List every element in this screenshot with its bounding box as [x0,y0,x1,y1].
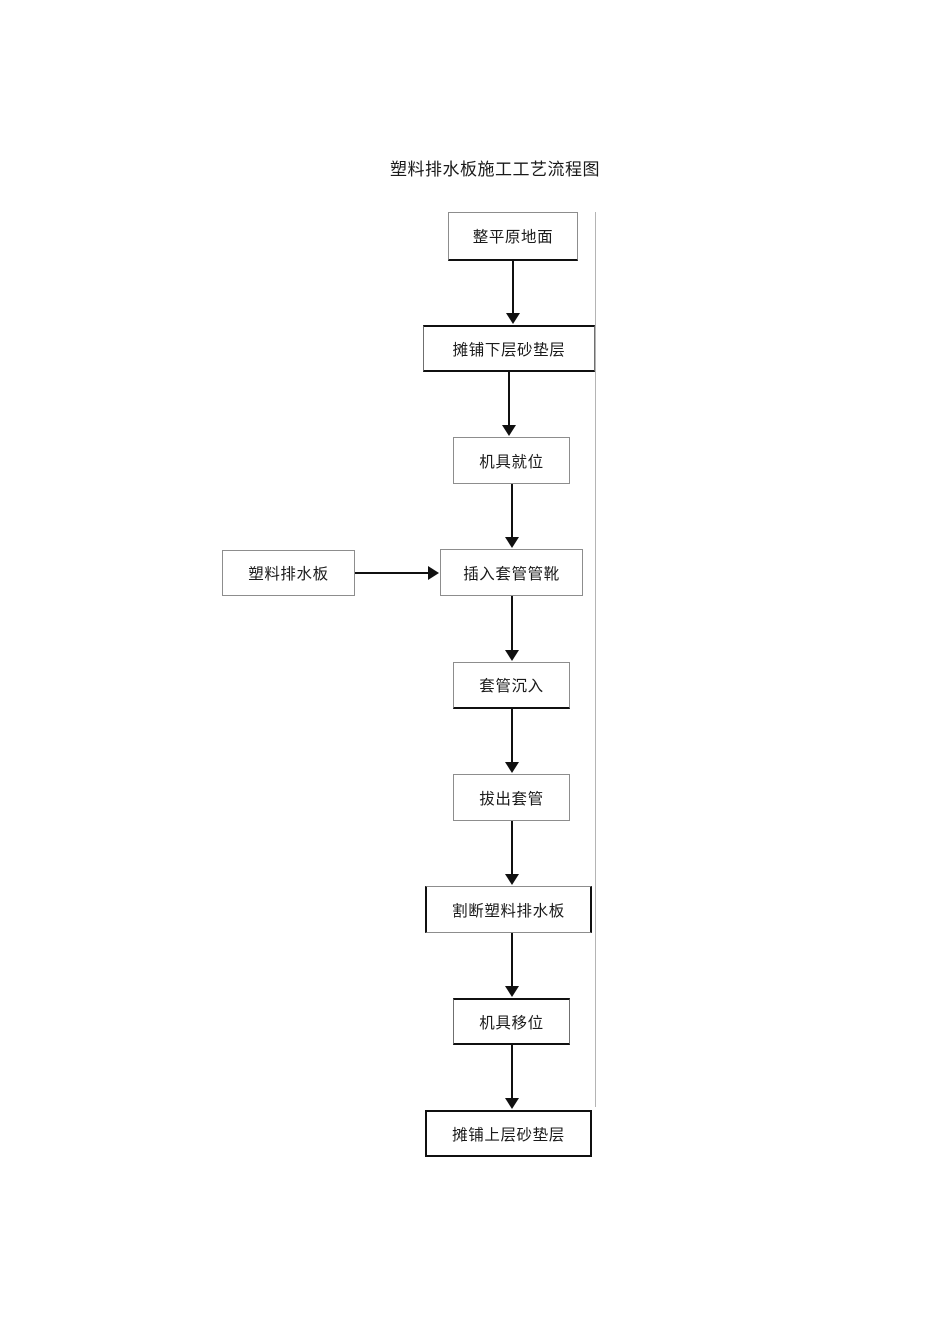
node-level-original-ground[interactable]: 整平原地面 [448,212,578,261]
node-pull-out-casing[interactable]: 拔出套管 [453,774,570,821]
node-plastic-drain-board[interactable]: 塑料排水板 [222,550,355,596]
edge-line-s1-n4 [355,572,429,574]
page-title: 塑料排水板施工工艺流程图 [390,160,600,180]
right-guide-line [595,212,596,1107]
node-casing-sinking[interactable]: 套管沉入 [453,662,570,709]
node-label: 整平原地面 [472,228,554,246]
node-label: 插入套管管靴 [463,564,560,583]
edge-arrow-n1-n2 [506,313,520,324]
node-spread-upper-sand-cushion[interactable]: 摊铺上层砂垫层 [425,1110,592,1157]
node-insert-casing-shoe[interactable]: 插入套管管靴 [440,549,583,596]
edge-arrow-n6-n7 [505,874,519,885]
node-label: 塑料排水板 [248,565,329,583]
edge-arrow-n5-n6 [505,762,519,773]
node-spread-lower-sand-cushion[interactable]: 摊铺下层砂垫层 [423,325,595,372]
edge-line-n2-n3 [508,372,510,426]
edge-arrow-n7-n8 [505,986,519,997]
edge-line-n4-n5 [511,596,513,651]
edge-arrow-n4-n5 [505,650,519,661]
node-label: 套管沉入 [479,677,544,695]
node-machine-shift[interactable]: 机具移位 [453,998,570,1045]
edge-line-n5-n6 [511,709,513,763]
node-label: 摊铺上层砂垫层 [452,1125,565,1144]
node-label: 摊铺下层砂垫层 [452,340,566,359]
node-machine-in-position[interactable]: 机具就位 [453,437,570,484]
node-label: 割断塑料排水板 [452,901,565,920]
edge-line-n3-n4 [511,484,513,538]
node-label: 机具就位 [479,452,544,471]
node-label: 拔出套管 [479,789,544,808]
edge-arrow-n2-n3 [502,425,516,436]
edge-line-n7-n8 [511,933,513,987]
edge-arrow-n3-n4 [505,537,519,548]
edge-line-n6-n7 [511,821,513,875]
node-label: 机具移位 [479,1013,544,1032]
edge-arrow-s1-n4 [428,566,439,580]
edge-arrow-n8-n9 [505,1098,519,1109]
edge-line-n8-n9 [511,1045,513,1099]
edge-line-n1-n2 [512,261,514,314]
node-cut-plastic-drain-board[interactable]: 割断塑料排水板 [425,886,592,933]
